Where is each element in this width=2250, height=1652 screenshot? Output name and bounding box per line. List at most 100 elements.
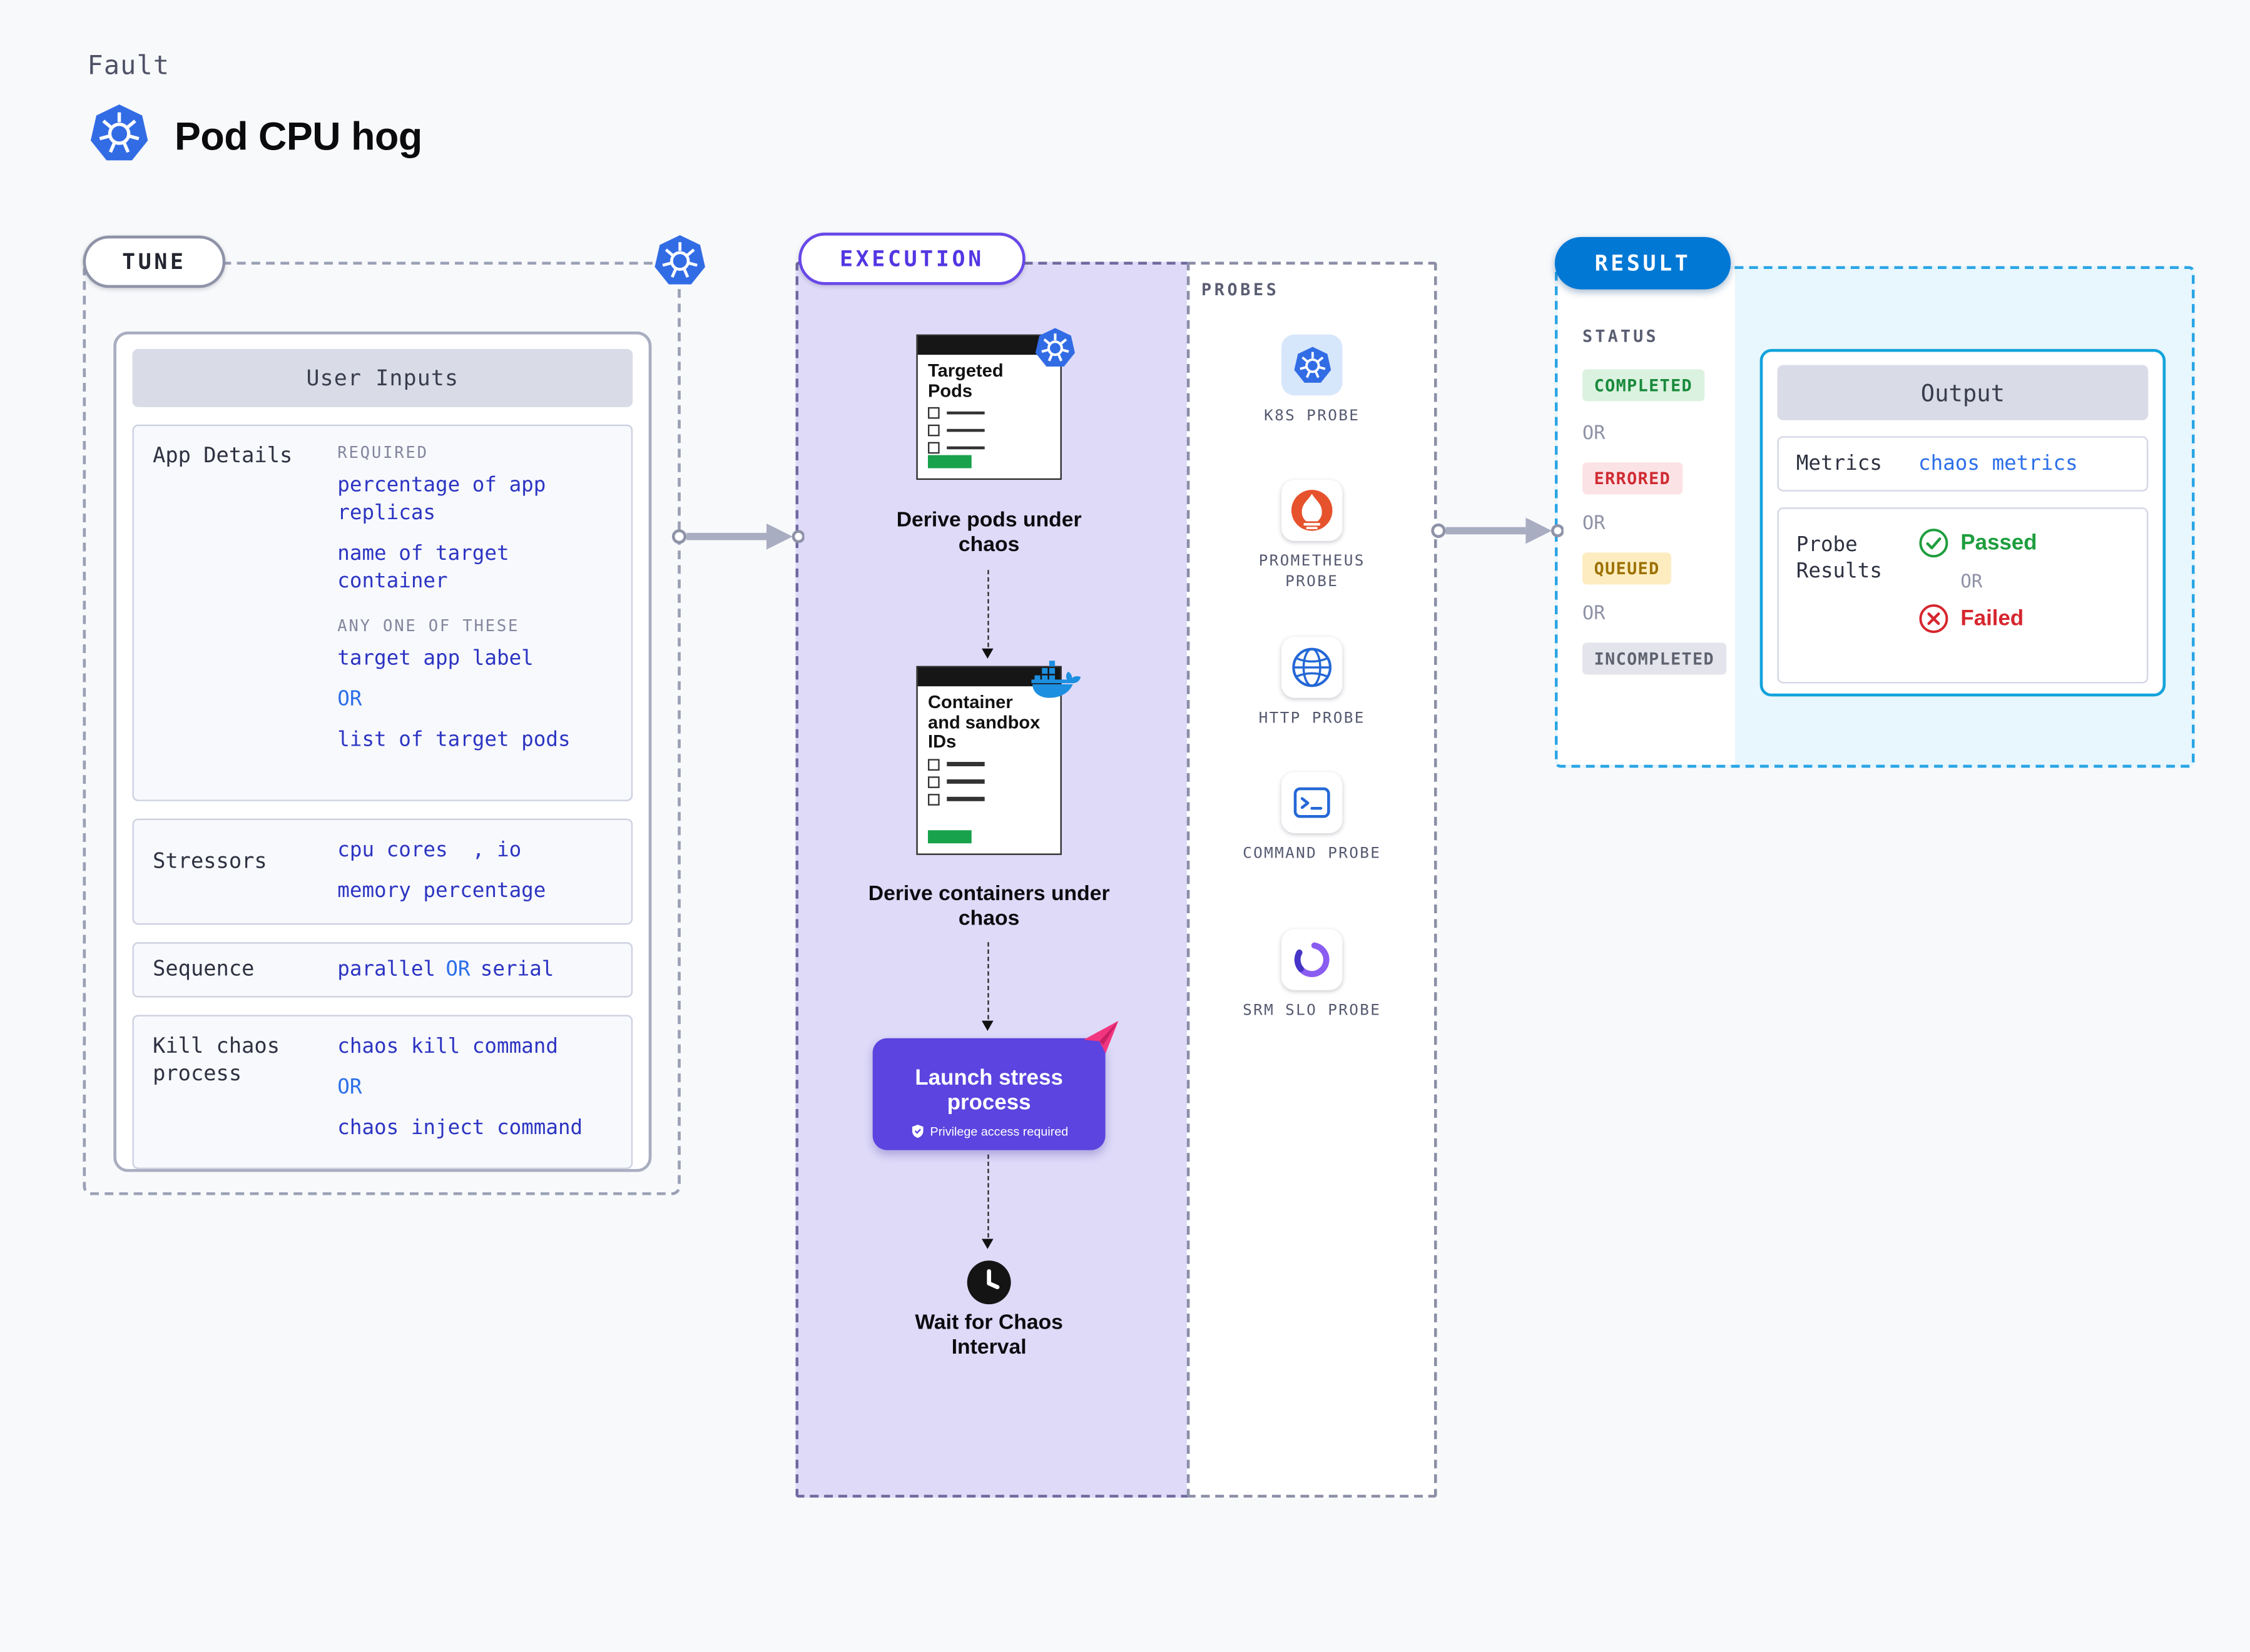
step-caption: Derive pods under chaos <box>896 509 1082 557</box>
or-separator: OR <box>1582 603 1606 626</box>
step-caption: Wait for Chaos Interval <box>915 1311 1063 1360</box>
metrics-row: Metrics chaos metrics <box>1777 436 2149 492</box>
probe-item: K8S PROBE <box>1187 334 1437 427</box>
app-details-row: App Details REQUIRED percentage of app r… <box>132 424 633 801</box>
checklist-row <box>928 442 1061 454</box>
kill-chaos-value: chaos inject command <box>337 1117 583 1140</box>
passed-result: Passed <box>1918 528 2037 559</box>
kill-chaos-label: Kill chaos process <box>153 1035 280 1087</box>
flow-arrow-down-icon <box>982 942 994 1031</box>
app-details-values: REQUIRED percentage of app replicas name… <box>337 426 631 799</box>
probe-label: HTTP PROBE <box>1258 709 1365 727</box>
probes-heading: PROBES <box>1201 279 1280 300</box>
launch-stress-button[interactable]: Launch stress process Privilege access r… <box>872 1038 1106 1150</box>
privilege-label: Privilege access required <box>930 1123 1069 1138</box>
probe-results-row: Probe Results Passed OR Failed <box>1777 507 2149 684</box>
execution-label: EXECUTION <box>798 232 1026 285</box>
prometheus-probe-icon <box>1281 480 1343 541</box>
output-title: Output <box>1777 365 2149 420</box>
kubernetes-badge-icon <box>1035 328 1075 367</box>
flow-arrow-down-icon <box>982 1154 994 1249</box>
checklist-row <box>928 424 1061 437</box>
doc-title: Targeted Pods <box>928 360 1004 401</box>
status-badge-completed: COMPLETED <box>1582 369 1704 402</box>
probe-label: COMMAND PROBE <box>1243 844 1382 863</box>
probe-item: COMMAND PROBE <box>1187 772 1437 864</box>
status-heading: STATUS <box>1582 325 1659 347</box>
stressors-label: Stressors <box>153 850 267 874</box>
status-badge-queued: QUEUED <box>1582 552 1672 585</box>
progress-bar <box>928 455 972 469</box>
checklist-row <box>928 407 1061 419</box>
app-details-label: App Details <box>153 445 293 469</box>
clock-icon <box>967 1260 1011 1305</box>
stressor-value: cpu cores , io <box>337 839 522 863</box>
flow-arrow-down-icon <box>982 570 994 659</box>
kubernetes-icon <box>1293 346 1331 382</box>
status-badge-errored: ERRORED <box>1582 462 1682 495</box>
probe-results-label: Probe Results <box>1796 534 1882 584</box>
launch-stress-title: Launch stress process <box>915 1065 1063 1115</box>
page-title: Pod CPU hog <box>174 114 422 159</box>
docker-badge-icon <box>1031 661 1081 698</box>
required-heading: REQUIRED <box>337 443 429 463</box>
metrics-label: Metrics <box>1796 452 1882 476</box>
tune-to-execution-arrow-icon <box>671 523 805 550</box>
required-item: percentage of app replicas <box>337 474 558 525</box>
sequence-label: Sequence <box>153 957 255 981</box>
required-item: name of target container <box>337 542 522 594</box>
stressor-value: memory percentage <box>337 879 546 903</box>
progress-bar <box>928 830 972 844</box>
probe-label: PROMETHEUS PROBE <box>1258 552 1365 590</box>
terminal-icon <box>1293 787 1330 818</box>
container-ids-doc: Container and sandbox IDs <box>916 666 1062 855</box>
privilege-row: Privilege access required <box>873 1123 1106 1138</box>
doc-title: Container and sandbox IDs <box>928 692 1041 752</box>
kill-chaos-values: chaos kill command OR chaos inject comma… <box>337 1016 631 1168</box>
fault-eyebrow: Fault <box>87 51 170 82</box>
checklist-row <box>928 758 1061 770</box>
checklist-row <box>928 793 1061 805</box>
failed-result: Failed <box>1918 604 2037 634</box>
sequence-row: Sequence parallel OR serial <box>132 942 633 998</box>
chaos-metrics-link[interactable]: chaos metrics <box>1918 452 2078 476</box>
command-probe-icon <box>1281 772 1343 833</box>
srm-swirl-icon <box>1294 942 1330 978</box>
or-separator: OR <box>337 1076 362 1100</box>
passed-label: Passed <box>1960 530 2037 555</box>
sequence-values: parallel OR serial <box>337 956 631 983</box>
user-inputs-title: User Inputs <box>132 348 633 407</box>
kill-chaos-row: Kill chaos process chaos kill command OR… <box>132 1015 633 1169</box>
probes-section <box>1186 261 1437 1498</box>
probe-item: HTTP PROBE <box>1187 637 1437 729</box>
targeted-pods-doc: Targeted Pods <box>916 334 1062 480</box>
status-panel <box>1557 269 1736 765</box>
probe-item: PROMETHEUS PROBE <box>1187 480 1437 592</box>
kubernetes-logo-icon <box>90 104 148 161</box>
or-separator: OR <box>1582 423 1606 445</box>
x-circle-icon <box>1919 604 1948 634</box>
globe-icon <box>1292 647 1332 687</box>
probe-results-values: Passed OR Failed <box>1918 509 2037 682</box>
or-separator: OR <box>1582 513 1606 535</box>
http-probe-icon <box>1281 637 1343 698</box>
output-card: Output Metrics chaos metrics Probe Resul… <box>1759 348 2166 697</box>
k8s-probe-icon <box>1281 334 1343 396</box>
option-item: list of target pods <box>337 728 571 752</box>
check-circle-icon <box>1919 529 1948 558</box>
checklist-row <box>928 776 1061 788</box>
tune-section <box>83 261 681 1195</box>
sequence-value: serial <box>480 957 554 981</box>
result-label: RESULT <box>1554 236 1731 290</box>
srm-slo-probe-icon <box>1281 929 1343 990</box>
failed-label: Failed <box>1960 606 2024 631</box>
or-separator: OR <box>445 957 471 981</box>
execution-to-result-arrow-icon <box>1431 517 1564 544</box>
probe-label: SRM SLO PROBE <box>1243 1001 1382 1020</box>
kill-chaos-value: chaos kill command <box>337 1035 558 1059</box>
chaos-icon <box>1083 1020 1119 1053</box>
kubernetes-icon <box>654 235 705 285</box>
stressors-values: cpu cores , io memory percentage <box>337 820 631 923</box>
any-one-heading: ANY ONE OF THESE <box>337 616 520 636</box>
status-badge-incompleted: INCOMPLETED <box>1582 642 1726 675</box>
